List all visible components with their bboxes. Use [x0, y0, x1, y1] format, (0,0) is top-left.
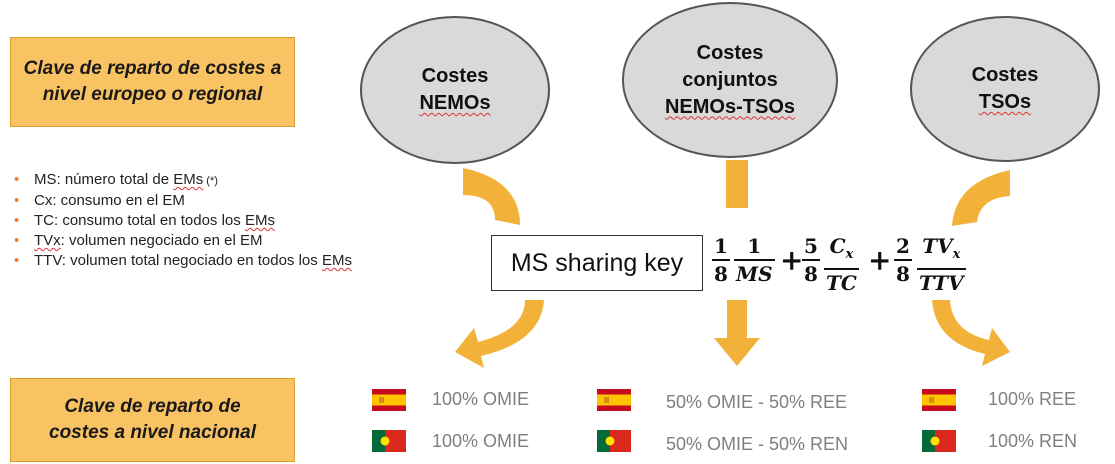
national-key-label: Clave de reparto de costes a nivel nacio…	[49, 396, 256, 443]
ellipse-tsos-line1: Costes	[971, 64, 1039, 86]
ellipse-joint-line1: Costes	[696, 41, 764, 64]
european-key-box: Clave de reparto de costes a nivel europ…	[10, 37, 295, 127]
arrow-joint-in-shaft	[726, 160, 748, 208]
ms-sharing-key-label: MS sharing key	[510, 248, 684, 277]
ellipse-joint-line3: NEMOs-TSOs	[664, 95, 796, 118]
arrow-joint-out	[714, 300, 760, 366]
allocation-joint-pt: 50% OMIE - 50% REN	[666, 434, 849, 454]
portugal-flag-icon	[372, 430, 406, 452]
portugal-flag-icon	[922, 430, 956, 452]
arrow-tsos-in	[952, 170, 1010, 226]
plus-sign-2: +	[868, 244, 892, 277]
definition-ttv: TTV: volumen total negociado en todos lo…	[14, 251, 352, 271]
ellipse-tsos-line2: TSOs	[978, 91, 1032, 113]
national-key-box: Clave de reparto de costes a nivel nacio…	[10, 378, 295, 462]
ellipse-joint-line2: conjuntos	[682, 68, 778, 91]
definition-ms: MS: número total de EMs (*)	[14, 170, 352, 191]
definition-cx: Cx: consumo en el EM	[14, 191, 352, 211]
allocation-tsos-pt: 100% REN	[988, 431, 1078, 451]
spain-flag-icon	[922, 389, 956, 411]
european-key-label: Clave de reparto de costes a nivel europ…	[23, 58, 282, 105]
ellipse-costes-nemos: Costes NEMOs	[360, 16, 550, 164]
allocation-nemos-pt: 100% OMIE	[432, 431, 530, 451]
definition-tvx: TVx: volumen negociado en el EM	[14, 231, 352, 251]
arrow-tsos-out	[932, 300, 1010, 366]
definition-tc: TC: consumo total en todos los EMs	[14, 211, 352, 231]
spain-flag-icon	[597, 389, 631, 411]
allocation-nemos-es: 100% OMIE	[432, 389, 530, 409]
ellipse-costes-tsos: Costes TSOs	[910, 16, 1100, 162]
ellipse-nemos-line2: NEMOs	[419, 92, 491, 114]
arrow-nemos-in	[463, 168, 520, 225]
arrow-nemos-out	[455, 300, 544, 368]
spain-flag-icon	[372, 389, 406, 411]
portugal-flag-icon	[597, 430, 631, 452]
ellipse-costes-conjuntos: Costes conjuntos NEMOs-TSOs	[622, 2, 838, 158]
allocation-tsos-es: 100% REE	[988, 389, 1077, 409]
ellipse-nemos-line1: Costes	[421, 65, 489, 87]
plus-sign-1: +	[780, 244, 804, 277]
ms-sharing-key-box: MS sharing key	[491, 235, 703, 291]
allocation-joint-es: 50% OMIE - 50% REE	[666, 392, 848, 412]
definitions-list: MS: número total de EMs (*) Cx: consumo …	[14, 170, 352, 271]
